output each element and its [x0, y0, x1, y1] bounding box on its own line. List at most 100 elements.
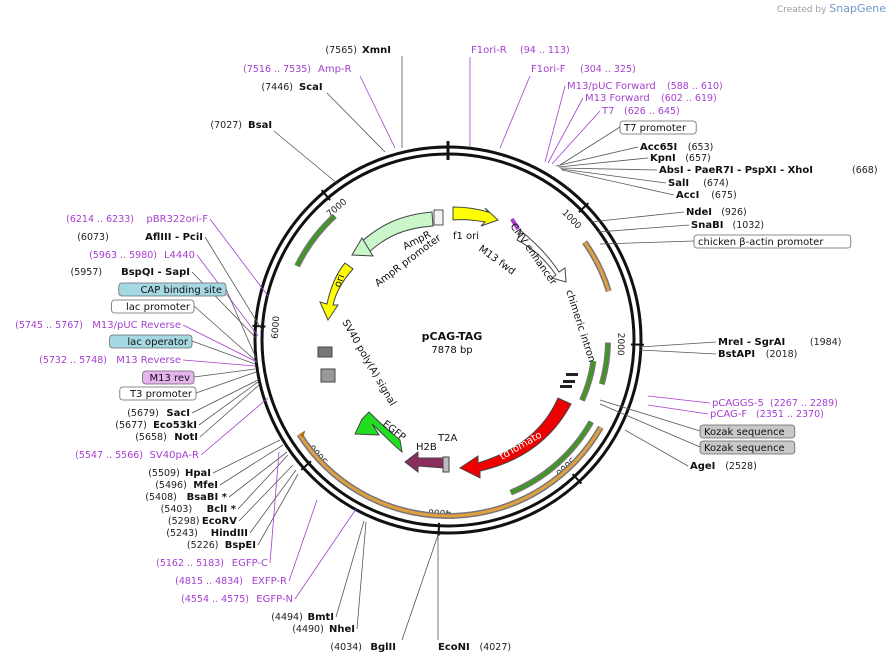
- feature-arcs: [294, 213, 612, 519]
- enzyme-site-position: (5496): [155, 480, 187, 491]
- feature-label-ori: ori: [332, 273, 347, 289]
- leader-line: [294, 508, 357, 600]
- leader-line: [198, 381, 259, 426]
- leader-line: [599, 399, 701, 432]
- feature-box: [699, 440, 796, 455]
- enzyme-site-name: NheI: [329, 624, 355, 635]
- leader-line: [559, 167, 658, 171]
- h2b-arrow: [404, 450, 445, 474]
- enzyme-site-name: HindIII: [211, 528, 248, 539]
- leader-line: [195, 371, 257, 394]
- m13-fwd-primer-mark: [510, 217, 520, 231]
- leader-line: [555, 146, 639, 167]
- enzyme-site-position: (5243): [166, 528, 198, 539]
- tick-line: [320, 189, 331, 201]
- tick-line: [578, 202, 589, 213]
- green-arc-2: [510, 421, 593, 494]
- site-labels: XmnI(7565)Amp-R(7516 .. 7535)ScaI(7446)B…: [15, 45, 877, 653]
- leader-line: [639, 349, 717, 355]
- primer-position: (626 .. 645): [624, 106, 680, 117]
- primer-position: (5547 .. 5566): [75, 450, 143, 461]
- primer-name: Amp-R: [318, 64, 352, 75]
- tick-label: 2000: [615, 333, 626, 356]
- tick-label: 6000: [271, 315, 283, 339]
- primer-name: pCAG-F: [710, 409, 747, 420]
- t2a-block: [442, 456, 450, 473]
- feature-box-label: M13 rev: [150, 373, 191, 384]
- enzyme-site-position: (5226): [187, 540, 219, 551]
- enzyme-site-position: (5403): [161, 504, 193, 515]
- enzyme-site-position: (668): [852, 165, 878, 176]
- feature-box-label: lac operator: [127, 337, 188, 348]
- enzyme-site-position: (4034): [330, 642, 362, 653]
- enzyme-site-name: SalI: [668, 178, 689, 189]
- enzyme-site-name: BmtI: [307, 612, 334, 623]
- ampr-outer-arc: [295, 214, 336, 267]
- leader-line: [599, 240, 695, 245]
- enzyme-site-position: (1032): [733, 220, 765, 231]
- enzyme-site-name: AflIII - PciI: [145, 232, 203, 243]
- f1-ori-arrow: [452, 206, 499, 227]
- ampr-promoter-box: [433, 209, 444, 226]
- feature-label-cmv-enhancer: CMV enhancer: [508, 221, 559, 288]
- leader-line: [547, 97, 584, 164]
- leader-line: [193, 368, 256, 378]
- enzyme-site-name: Acc65I: [640, 142, 677, 153]
- enzyme-site-name: Eco53kI: [153, 420, 197, 431]
- leader-line: [544, 85, 566, 163]
- enzyme-site-position: (675): [711, 190, 737, 201]
- enzyme-site-position: (653): [688, 142, 714, 153]
- leader-line: [200, 397, 269, 456]
- leader-line: [589, 211, 685, 223]
- intron-green-arc-1: [600, 342, 610, 385]
- primer-name: M13 Reverse: [116, 355, 181, 366]
- enzyme-site-name: SnaBI: [691, 220, 723, 231]
- leader-line: [212, 439, 281, 474]
- leader-line: [557, 157, 649, 168]
- feature-box: [119, 386, 197, 401]
- enzyme-site-position: (5509): [148, 468, 180, 479]
- primer-position: (6214 .. 6233): [66, 214, 134, 225]
- enzyme-site-position: (1984): [810, 337, 842, 348]
- leader-lines: [182, 56, 717, 641]
- primer-position: (4815 .. 4834): [175, 576, 243, 587]
- enzyme-site-position: (674): [703, 178, 729, 189]
- enzyme-site-name: XmnI: [362, 45, 391, 56]
- feature-box: [142, 370, 195, 385]
- primer-name: EGFP-N: [256, 594, 293, 605]
- feature-label-chimeric-intron: chimeric intron: [563, 289, 597, 364]
- enzyme-site-position: (4490): [292, 624, 324, 635]
- plasmid-name: pCAG-TAG: [422, 330, 483, 343]
- feature-box-label: CAP binding site: [140, 285, 222, 296]
- enzyme-site-name: NotI: [174, 432, 198, 443]
- primer-name: pCAGGS-5: [712, 398, 764, 409]
- enzyme-site-name: BglII: [370, 642, 396, 653]
- leader-line: [237, 454, 289, 510]
- leader-line: [639, 341, 717, 348]
- enzyme-site-position: (4494): [271, 612, 303, 623]
- primer-position: (5162 .. 5183): [156, 558, 224, 569]
- enzyme-site-position: (7565): [325, 45, 357, 56]
- enzyme-site-position: (5658): [135, 432, 167, 443]
- enzyme-site-position: (5679): [127, 408, 159, 419]
- enzyme-site-position: (6073): [77, 232, 109, 243]
- primer-name: T7: [601, 106, 614, 117]
- feature-box: [699, 424, 796, 439]
- leader-line: [561, 169, 675, 196]
- enzyme-site-name: AgeI: [690, 461, 715, 472]
- enzyme-site-name: AbsI - PaeR7I - PspXI - XhoI: [659, 165, 813, 176]
- leader-line: [647, 395, 711, 404]
- plasmid-size: 7878 bp: [431, 345, 472, 356]
- leader-line: [238, 464, 294, 522]
- leader-line: [228, 451, 288, 498]
- feature-box: [693, 234, 852, 249]
- tick-line: [300, 460, 312, 471]
- intron-marker-2: [563, 380, 575, 383]
- ori-arrow: [319, 262, 354, 322]
- cmv-enhancer-arrow: [516, 230, 567, 283]
- feature-label-m13-fwd: M13 fwd: [476, 244, 517, 278]
- leader-line: [196, 254, 259, 337]
- enzyme-site-position: (5408): [145, 492, 177, 503]
- enzyme-site-name: BspQI - SapI: [121, 267, 190, 278]
